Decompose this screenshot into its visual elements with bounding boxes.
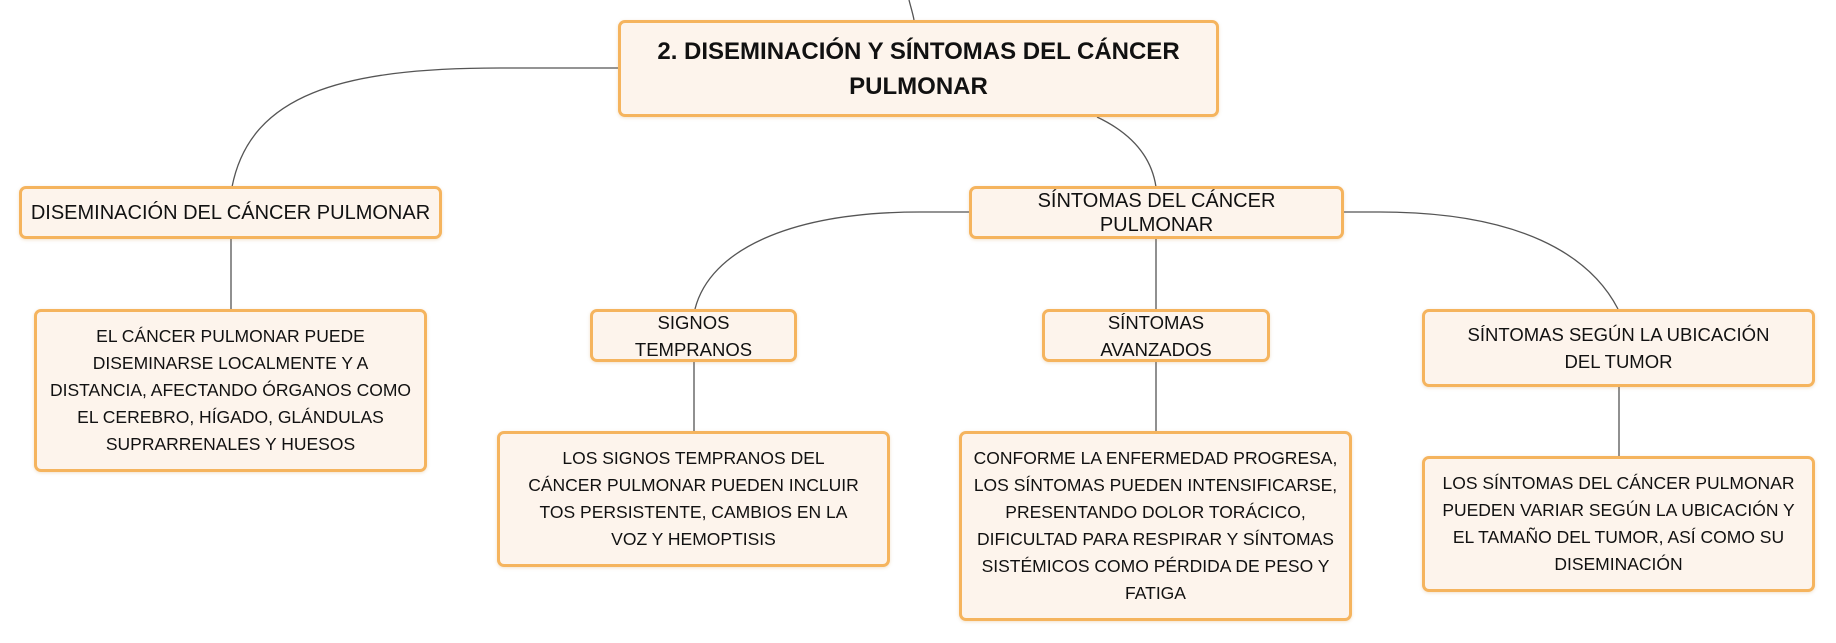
dissemination-node[interactable]: DISEMINACIÓN DEL CÁNCER PULMONAR <box>19 186 442 239</box>
early-signs-node[interactable]: SIGNOS TEMPRANOS <box>590 309 797 362</box>
early-signs-detail-label: LOS SIGNOS TEMPRANOS DEL CÁNCER PULMONAR… <box>528 448 859 549</box>
connector-parent-to-title <box>908 0 915 21</box>
dissemination-detail-label: EL CÁNCER PULMONAR PUEDE DISEMINARSE LOC… <box>49 326 412 454</box>
dissemination-label: DISEMINACIÓN DEL CÁNCER PULMONAR <box>30 201 431 224</box>
location-symptoms-detail-node[interactable]: LOS SÍNTOMAS DEL CÁNCER PULMONAR PUEDEN … <box>1422 456 1815 592</box>
root-title-label: 2. DISEMINACIÓN Y SÍNTOMAS DEL CÁNCER PU… <box>657 37 1180 100</box>
connector-symptoms-to-early <box>694 211 969 310</box>
location-symptoms-node[interactable]: SÍNTOMAS SEGÚN LA UBICACIÓN DEL TUMOR <box>1422 309 1815 387</box>
connector-title-to-dissemination <box>231 67 618 188</box>
connector-symptoms-to-location <box>1344 211 1619 310</box>
early-signs-detail-node[interactable]: LOS SIGNOS TEMPRANOS DEL CÁNCER PULMONAR… <box>497 431 890 567</box>
advanced-symptoms-detail-label: CONFORME LA ENFERMEDAD PROGRESA, LOS SÍN… <box>973 448 1338 603</box>
connector-title-to-symptoms <box>1096 116 1157 188</box>
symptoms-node[interactable]: SÍNTOMAS DEL CÁNCER PULMONAR <box>969 186 1344 239</box>
advanced-symptoms-label: SÍNTOMAS AVANZADOS <box>1100 311 1212 360</box>
dissemination-detail-node[interactable]: EL CÁNCER PULMONAR PUEDE DISEMINARSE LOC… <box>34 309 427 472</box>
location-symptoms-label: SÍNTOMAS SEGÚN LA UBICACIÓN DEL TUMOR <box>1467 324 1770 372</box>
location-symptoms-detail-label: LOS SÍNTOMAS DEL CÁNCER PULMONAR PUEDEN … <box>1442 473 1795 574</box>
root-title-node[interactable]: 2. DISEMINACIÓN Y SÍNTOMAS DEL CÁNCER PU… <box>618 20 1219 117</box>
symptoms-label: SÍNTOMAS DEL CÁNCER PULMONAR <box>1037 189 1276 236</box>
early-signs-label: SIGNOS TEMPRANOS <box>634 311 753 360</box>
advanced-symptoms-detail-node[interactable]: CONFORME LA ENFERMEDAD PROGRESA, LOS SÍN… <box>959 431 1352 621</box>
advanced-symptoms-node[interactable]: SÍNTOMAS AVANZADOS <box>1042 309 1270 362</box>
